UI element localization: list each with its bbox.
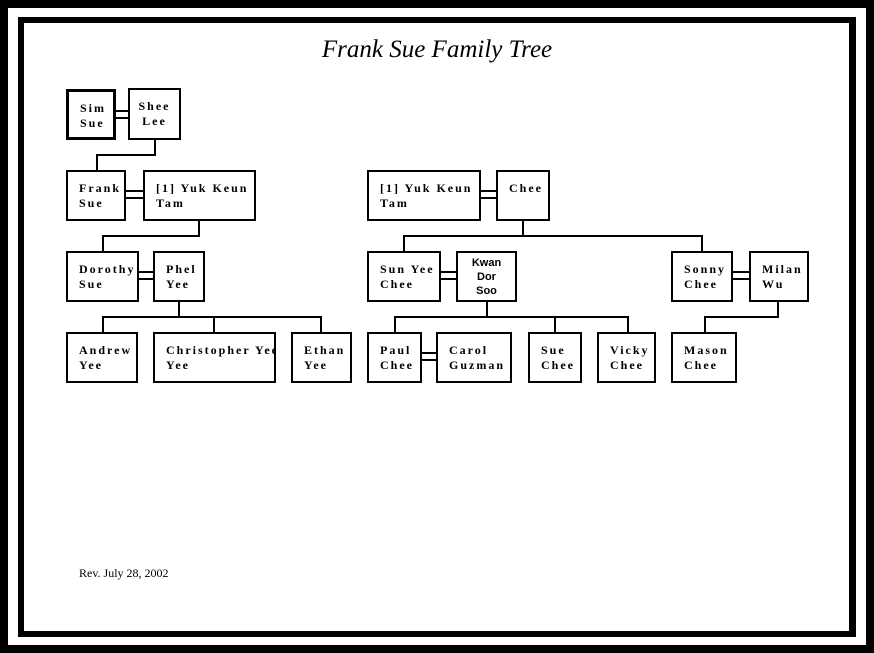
descent-line xyxy=(102,316,322,318)
person-paul-chee[interactable]: Paul Chee xyxy=(367,332,422,383)
descent-line xyxy=(704,316,706,332)
descent-line xyxy=(102,235,104,251)
revision-date: Rev. July 28, 2002 xyxy=(79,566,169,580)
person-ethan-yee[interactable]: Ethan Yee xyxy=(291,332,352,383)
marriage-line xyxy=(440,278,457,280)
descent-line xyxy=(320,316,322,332)
marriage-line xyxy=(732,278,750,280)
person-carol-guzman[interactable]: Carol Guzman xyxy=(436,332,512,383)
person-shee-lee[interactable]: Shee Lee xyxy=(128,88,181,140)
marriage-line xyxy=(115,110,129,112)
descent-line xyxy=(96,154,156,156)
person-christopher-yee[interactable]: Christopher Yee Yee xyxy=(153,332,276,383)
descent-line xyxy=(213,316,215,332)
person-phel-yee[interactable]: Phel Yee xyxy=(153,251,205,302)
descent-line xyxy=(154,139,156,155)
descent-line xyxy=(96,154,98,171)
marriage-line xyxy=(440,271,457,273)
descent-line xyxy=(777,301,779,317)
descent-line xyxy=(178,301,180,317)
person-andrew-yee[interactable]: Andrew Yee xyxy=(66,332,138,383)
person-kwan-dor-soo[interactable]: Kwan Dor Soo xyxy=(456,251,517,302)
descent-line xyxy=(554,316,556,332)
marriage-line xyxy=(480,190,497,192)
marriage-line xyxy=(138,278,154,280)
descent-line xyxy=(522,220,524,236)
person-sim-sue[interactable]: Sim Sue xyxy=(66,89,116,140)
person-sue-chee[interactable]: Sue Chee xyxy=(528,332,582,383)
person-mason-chee[interactable]: Mason Chee xyxy=(671,332,737,383)
marriage-line xyxy=(125,190,144,192)
descent-line xyxy=(198,220,200,236)
descent-line xyxy=(394,316,629,318)
person-milan-wu[interactable]: Milan Wu xyxy=(749,251,809,302)
page-title: Frank Sue Family Tree xyxy=(321,36,553,63)
person-yuk-keun-tam[interactable]: [1] Yuk Keun Tam xyxy=(367,170,481,221)
person-sonny-chee[interactable]: Sonny Chee xyxy=(671,251,733,302)
descent-line xyxy=(102,235,200,237)
marriage-line xyxy=(138,271,154,273)
marriage-line xyxy=(421,352,437,354)
marriage-line xyxy=(125,197,144,199)
marriage-line xyxy=(480,197,497,199)
descent-line xyxy=(403,235,405,251)
marriage-line xyxy=(421,359,437,361)
descent-line xyxy=(627,316,629,332)
descent-line xyxy=(394,316,396,332)
descent-line xyxy=(486,301,488,317)
person-sun-yee-chee[interactable]: Sun Yee Chee xyxy=(367,251,441,302)
marriage-line xyxy=(732,271,750,273)
descent-line xyxy=(704,316,779,318)
descent-line xyxy=(102,316,104,332)
person-chee[interactable]: Chee xyxy=(496,170,550,221)
descent-line xyxy=(403,235,703,237)
person-yuk-keun-tam[interactable]: [1] Yuk Keun Tam xyxy=(143,170,256,221)
descent-line xyxy=(701,235,703,251)
person-vicky-chee[interactable]: Vicky Chee xyxy=(597,332,656,383)
marriage-line xyxy=(115,117,129,119)
person-frank-sue[interactable]: Frank Sue xyxy=(66,170,126,221)
person-dorothy-sue[interactable]: Dorothy Sue xyxy=(66,251,139,302)
